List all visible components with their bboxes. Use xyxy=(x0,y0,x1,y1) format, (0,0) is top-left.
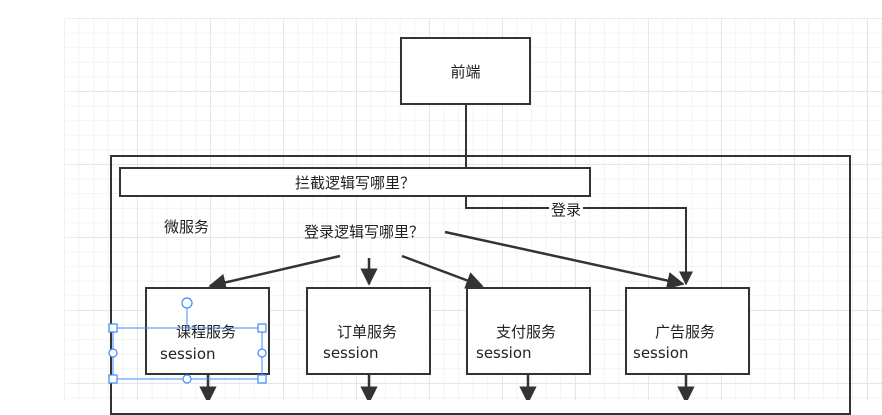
course-service-node[interactable] xyxy=(145,287,270,375)
order-service-session: session xyxy=(323,344,379,362)
frontend-label: 前端 xyxy=(450,62,481,81)
login-question[interactable]: 登录逻辑写哪里？ xyxy=(304,223,425,241)
resize-handle-bl xyxy=(108,374,118,384)
edge-question-to-ad xyxy=(444,230,685,290)
rotation-handle xyxy=(181,297,193,309)
resize-handle-br xyxy=(257,374,267,384)
selection-box xyxy=(112,327,263,380)
resize-handle-tr xyxy=(257,323,267,333)
resize-handle-bottom xyxy=(182,374,192,384)
intercept-bar[interactable]: 拦截逻辑写哪里？ xyxy=(119,167,591,197)
resize-handle-tl xyxy=(108,323,118,333)
payment-service-session: session xyxy=(476,344,532,362)
course-service-session: session xyxy=(160,345,216,363)
edge-question-to-payment xyxy=(401,254,484,289)
payment-service-node[interactable] xyxy=(466,287,591,375)
edge-question-to-course xyxy=(208,254,341,291)
container-label: 微服务 xyxy=(164,218,210,236)
ad-service-title: 广告服务 xyxy=(655,323,716,341)
intercept-bar-label: 拦截逻辑写哪里？ xyxy=(294,173,415,192)
ad-service-node[interactable] xyxy=(625,287,750,375)
edge-login-label[interactable]: 登录 xyxy=(549,199,584,220)
selection-overlay xyxy=(108,297,267,384)
resize-handle-right xyxy=(257,348,267,358)
frontend-node[interactable]: 前端 xyxy=(400,37,531,105)
order-service-node[interactable] xyxy=(306,287,431,375)
canvas-fade-left xyxy=(0,0,80,400)
resize-handle-left xyxy=(108,348,118,358)
order-service-title: 订单服务 xyxy=(337,323,398,341)
payment-service-title: 支付服务 xyxy=(496,323,557,341)
ad-service-session: session xyxy=(633,344,689,362)
canvas-fade-top xyxy=(0,0,882,22)
